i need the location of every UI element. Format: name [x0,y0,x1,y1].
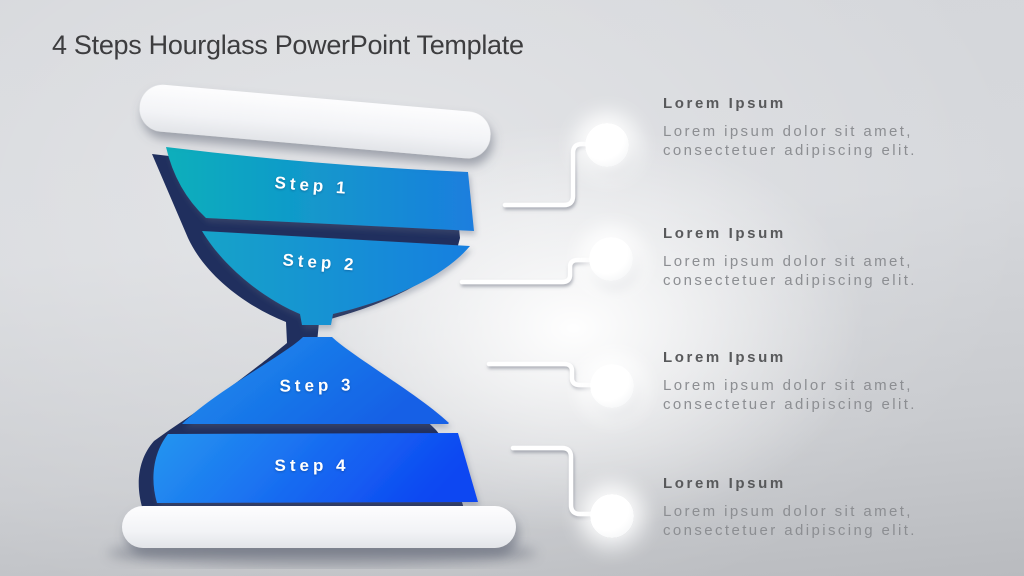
marker-node-2[interactable] [589,237,633,281]
step-2-segment[interactable] [202,231,470,325]
item-2: Lorem Ipsum Lorem ipsum dolor sit amet, … [663,225,973,290]
hourglass-bottom-base[interactable] [122,506,516,548]
item-2-body[interactable]: Lorem ipsum dolor sit amet, consectetuer… [663,253,917,289]
connector-line-2 [459,257,595,285]
connector-line-1 [502,141,593,208]
connector-line-3 [486,361,597,388]
marker-node-4[interactable] [590,494,634,538]
step-4-segment[interactable] [153,433,478,503]
item-1-heading[interactable]: Lorem Ipsum [663,95,786,112]
connector-line-4 [510,445,597,517]
step-1-segment[interactable] [166,147,474,231]
item-3-body[interactable]: Lorem ipsum dolor sit amet, consectetuer… [663,377,917,413]
item-4: Lorem Ipsum Lorem ipsum dolor sit amet, … [663,475,973,540]
item-1-body[interactable]: Lorem ipsum dolor sit amet, consectetuer… [663,123,917,159]
marker-node-1[interactable] [585,123,629,167]
step-4-label[interactable]: Step 4 [274,456,350,475]
step-3-label[interactable]: Step 3 [279,375,355,396]
hourglass-top-cap[interactable] [138,83,493,160]
item-1: Lorem Ipsum Lorem ipsum dolor sit amet, … [663,95,973,160]
item-4-heading[interactable]: Lorem Ipsum [663,475,786,492]
marker-node-3[interactable] [590,364,634,408]
item-4-body[interactable]: Lorem ipsum dolor sit amet, consectetuer… [663,503,917,539]
slide-title[interactable]: 4 Steps Hourglass PowerPoint Template [52,30,524,60]
step-3-segment[interactable] [182,337,449,424]
item-3: Lorem Ipsum Lorem ipsum dolor sit amet, … [663,349,973,414]
item-2-heading[interactable]: Lorem Ipsum [663,225,786,242]
item-3-heading[interactable]: Lorem Ipsum [663,349,786,366]
